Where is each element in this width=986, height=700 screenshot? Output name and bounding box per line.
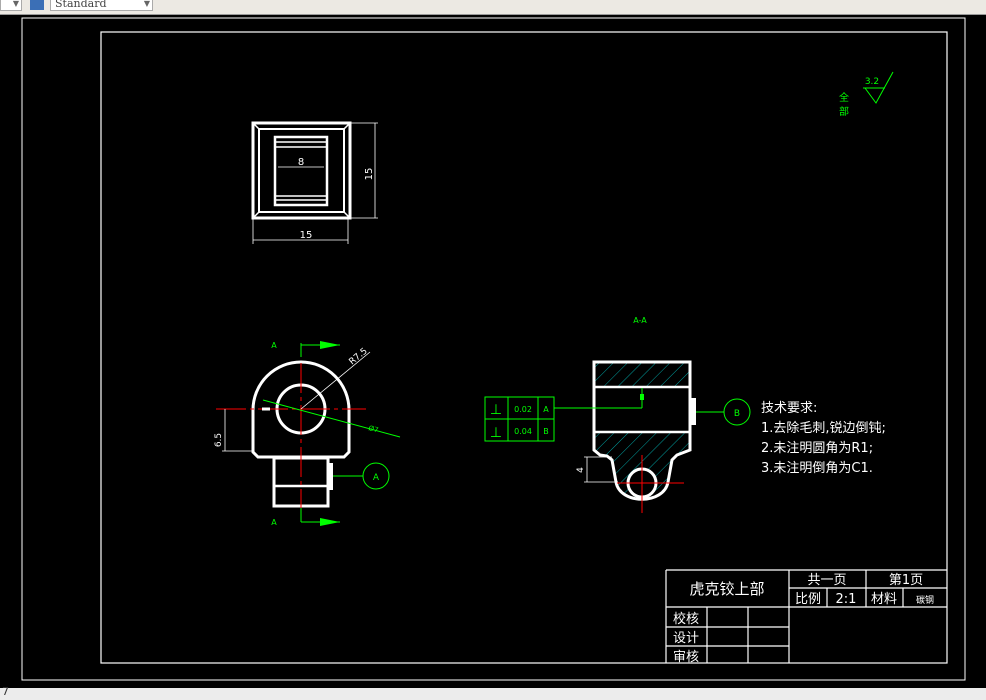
dim-offset: 6.5 [214,433,224,447]
roughness-value: 3.2 [865,77,879,87]
roughness-note: 部 [839,105,849,118]
status-bar: 7 [0,685,986,700]
dim-width: 15 [300,230,313,241]
page-number: 第1页 [889,573,923,588]
perpendicularity-icon: ⊥ [490,402,502,418]
dim-radius: R7.5 [348,346,370,367]
text-style-icon[interactable] [30,0,44,10]
part-name: 虎克铰上部 [689,580,764,598]
section-view [554,360,751,513]
drawing-border [100,31,948,664]
title-block [665,569,947,663]
text-style-combo[interactable]: Standard ▼ [50,0,153,11]
material-label: 材料 [871,592,897,607]
tolerance-frame: ⊥ 0.02 A ⊥ 0.04 B [484,396,555,442]
tech-requirements: 技术要求: 1.去除毛刺,锐边倒钝; 2.未注明圆角为R1; 3.未注明倒角为C… [761,401,886,476]
front-view [216,341,401,526]
dim-inner-width: 8 [298,157,304,168]
scale-value: 2:1 [836,592,857,607]
scale-label: 比例 [795,592,821,607]
outer-frame [21,17,966,681]
tolerance-value: 0.02 [514,405,532,414]
material-value: 碳钢 [916,594,934,606]
tolerance-datum: B [543,427,549,436]
dim-lug: 4 [576,467,586,473]
drawing-canvas[interactable]: 8 15 15 A A R7.5 Ø7 6.5 A [0,14,986,688]
dim-height: 15 [364,168,375,181]
dim-hole: Ø7 [367,424,379,434]
row-label: 审核 [673,650,699,665]
datum-b: B [734,409,740,419]
layer-combo[interactable]: ▼ [0,0,22,11]
top-view [251,121,378,244]
tech-item: 1.去除毛刺,锐边倒钝; [761,421,886,436]
datum-a: A [373,473,380,483]
roughness-note: 全 [839,91,849,104]
tech-title: 技术要求: [761,401,817,416]
toolbar: ▼ Standard ▼ [0,0,986,15]
perpendicularity-icon: ⊥ [490,425,502,441]
row-label: 设计 [673,631,699,646]
row-label: 校核 [673,611,699,627]
text-style-value: Standard [55,0,107,10]
total-pages: 共一页 [807,573,846,588]
section-mark-top: A [271,341,277,350]
section-mark-bottom: A [271,518,277,527]
roughness-symbol: 3.2 全 部 [839,71,894,118]
tech-item: 3.未注明倒角为C1. [761,461,873,476]
tech-item: 2.未注明圆角为R1; [761,441,873,456]
tolerance-value: 0.04 [514,427,532,436]
section-label: A-A [633,316,647,325]
status-text: 7 [2,685,9,698]
chevron-down-icon: ▼ [143,0,150,8]
tolerance-datum: A [543,405,549,414]
chevron-down-icon: ▼ [12,0,19,8]
